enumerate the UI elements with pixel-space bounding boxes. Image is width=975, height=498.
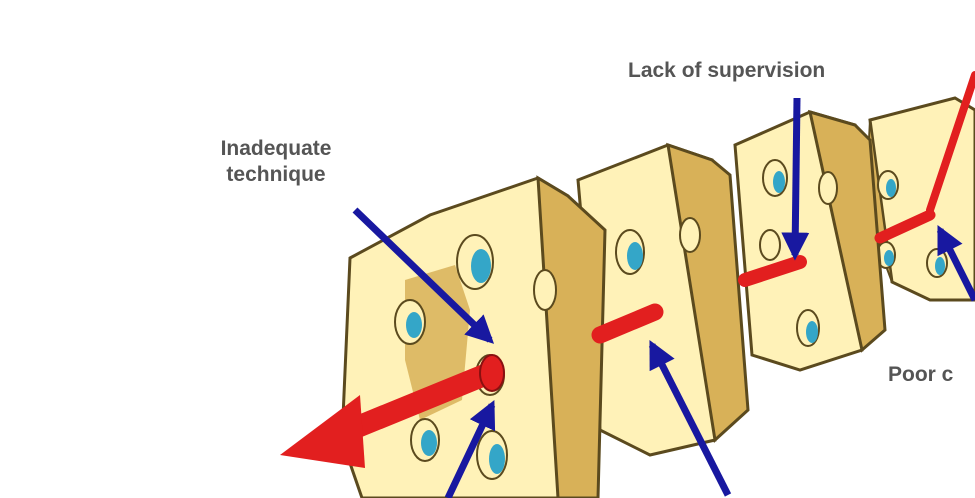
cheese-hole — [395, 300, 425, 344]
label-technique-line2: technique — [193, 162, 359, 188]
cheese-hole — [878, 171, 898, 199]
cheese-hole — [411, 419, 439, 461]
cheese-hole — [763, 160, 787, 196]
hazard-arrow-supervision — [795, 98, 797, 255]
cheese-hole — [616, 230, 644, 274]
label-inadequate-line1: Inadequate — [193, 136, 359, 162]
cheese-slice-3 — [735, 112, 885, 370]
label-lack-of-supervision: Lack of supervision — [628, 58, 825, 84]
cheese-hole — [819, 172, 837, 204]
cheese-hole — [680, 218, 700, 252]
label-poor-partial: Poor c — [888, 362, 953, 388]
cheese-hole — [797, 310, 819, 346]
label-inadequate-technique: Inadequate technique — [193, 136, 359, 188]
cheese-hole — [760, 230, 780, 260]
cheese-hole — [457, 235, 493, 289]
cheese-hole — [477, 431, 507, 479]
cheese-hole — [927, 249, 947, 277]
cheese-hole — [534, 270, 556, 310]
